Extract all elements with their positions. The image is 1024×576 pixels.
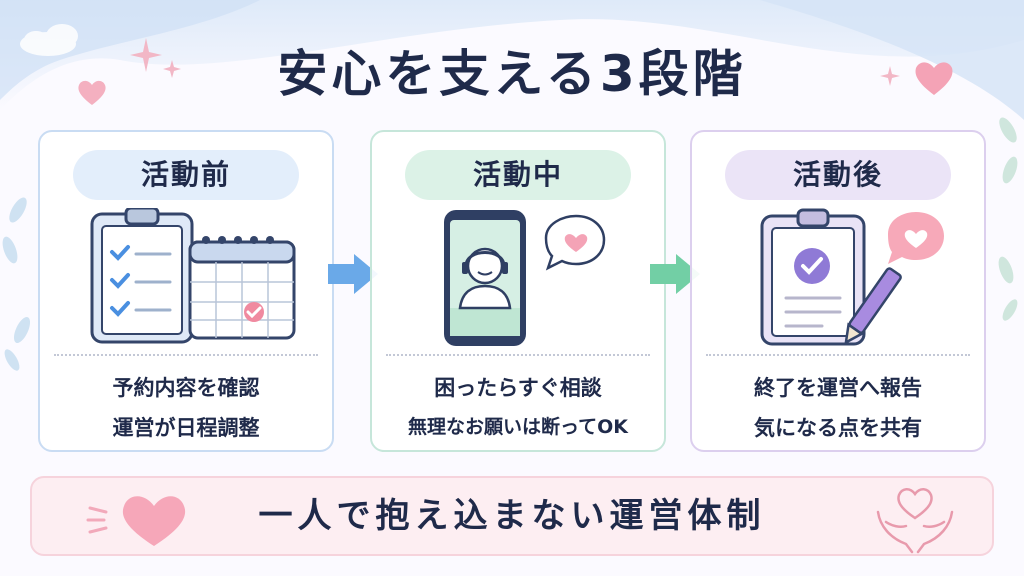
stage-during-line-2: 無理なお願いは断ってOK xyxy=(408,416,628,438)
stage-before-line-1: 予約内容を確認 xyxy=(112,376,260,400)
divider xyxy=(54,354,318,356)
clipboard-calendar-icon xyxy=(90,208,296,344)
divider xyxy=(386,354,650,356)
sparkle-icon xyxy=(880,66,900,86)
page-title: 安心を支える3段階 xyxy=(277,45,747,103)
bottom-banner: 一人で抱え込まない運営体制 xyxy=(30,476,994,556)
heart-icon xyxy=(86,496,186,546)
heart-icon xyxy=(78,80,106,105)
stage-label-after: 活動後 xyxy=(725,150,951,200)
banner-text: 一人で抱え込まない運営体制 xyxy=(258,496,766,536)
stage-card-during: 活動中 困ったらすぐ相談 無理なお願いは断ってOK xyxy=(370,130,666,452)
sparkle-icon xyxy=(130,38,181,78)
arrow-right-icon xyxy=(328,254,378,294)
stage-before-line-2: 運営が日程調整 xyxy=(112,416,260,440)
stage-card-before: 活動前 予約 xyxy=(38,130,334,452)
report-clipboard-icon xyxy=(760,208,944,346)
divider xyxy=(706,354,970,356)
phone-support-icon xyxy=(444,210,606,346)
leaf-decoration xyxy=(2,197,31,371)
stage-after-line-1: 終了を運営へ報告 xyxy=(754,376,922,400)
stage-during-line-1: 困ったらすぐ相談 xyxy=(434,376,602,400)
stage-card-after: 活動後 終了を運営へ報告 気になる点を共有 xyxy=(690,130,986,452)
arrow-right-icon xyxy=(650,254,700,294)
hands-heart-icon xyxy=(876,488,954,554)
stage-label-before: 活動前 xyxy=(73,150,299,200)
heart-icon xyxy=(915,62,953,95)
stage-after-line-2: 気になる点を共有 xyxy=(754,416,922,440)
cloud-icon xyxy=(20,24,78,56)
stage-label-during: 活動中 xyxy=(405,150,631,200)
leaf-decoration xyxy=(998,117,1018,321)
